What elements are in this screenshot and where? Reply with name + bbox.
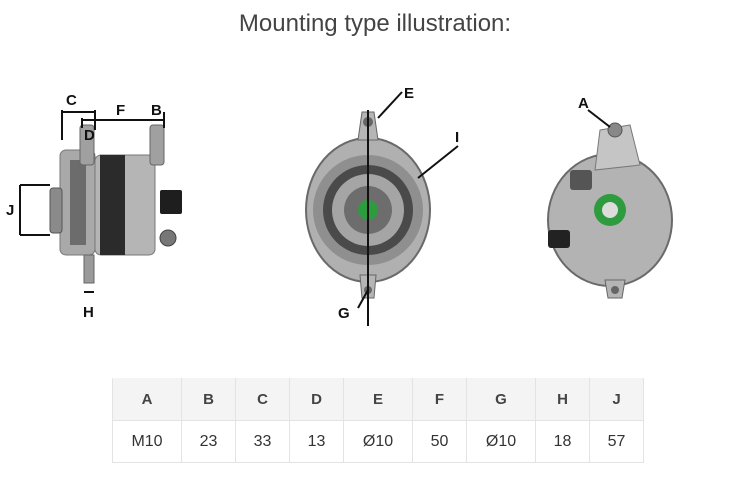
front-guide-lines	[357, 91, 459, 326]
table-row: M10 23 33 13 Ø10 50 Ø10 18 57	[112, 420, 644, 463]
mounting-illustration: C F B D J H E I G	[0, 70, 750, 340]
header-g: G	[466, 378, 536, 421]
side-body	[49, 124, 182, 284]
header-c: C	[235, 378, 290, 421]
label-c: C	[66, 92, 77, 109]
value-b: 23	[181, 420, 236, 463]
value-h: 18	[535, 420, 590, 463]
value-g: Ø10	[466, 420, 536, 463]
alternator-side-view: C F B D J H	[6, 92, 182, 321]
value-e: Ø10	[343, 420, 413, 463]
label-h: H	[83, 304, 94, 321]
value-a: M10	[112, 420, 182, 463]
label-d: D	[84, 127, 95, 144]
alternator-front-view: E I G	[305, 85, 459, 326]
label-b: B	[151, 102, 162, 119]
label-f: F	[116, 102, 125, 119]
alternator-rear-view: A	[547, 95, 673, 299]
header-e: E	[343, 378, 413, 421]
header-f: F	[412, 378, 467, 421]
dimensions-table: A B C D E F G H J M10 23 33 13 Ø10 50 Ø1…	[112, 378, 644, 463]
header-b: B	[181, 378, 236, 421]
header-h: H	[535, 378, 590, 421]
rear-guide-line	[587, 109, 611, 128]
header-j: J	[589, 378, 644, 421]
value-f: 50	[412, 420, 467, 463]
value-j: 57	[589, 420, 644, 463]
label-j: J	[6, 202, 14, 219]
value-c: 33	[235, 420, 290, 463]
label-e: E	[404, 85, 414, 102]
table-header-row: A B C D E F G H J	[112, 378, 644, 421]
label-g: G	[338, 305, 350, 322]
label-i: I	[455, 129, 459, 146]
rear-body	[547, 122, 673, 299]
value-d: 13	[289, 420, 344, 463]
header-a: A	[112, 378, 182, 421]
label-a: A	[578, 95, 589, 112]
page-title: Mounting type illustration:	[238, 10, 512, 37]
side-dimension-lines	[19, 110, 165, 293]
header-d: D	[289, 378, 344, 421]
